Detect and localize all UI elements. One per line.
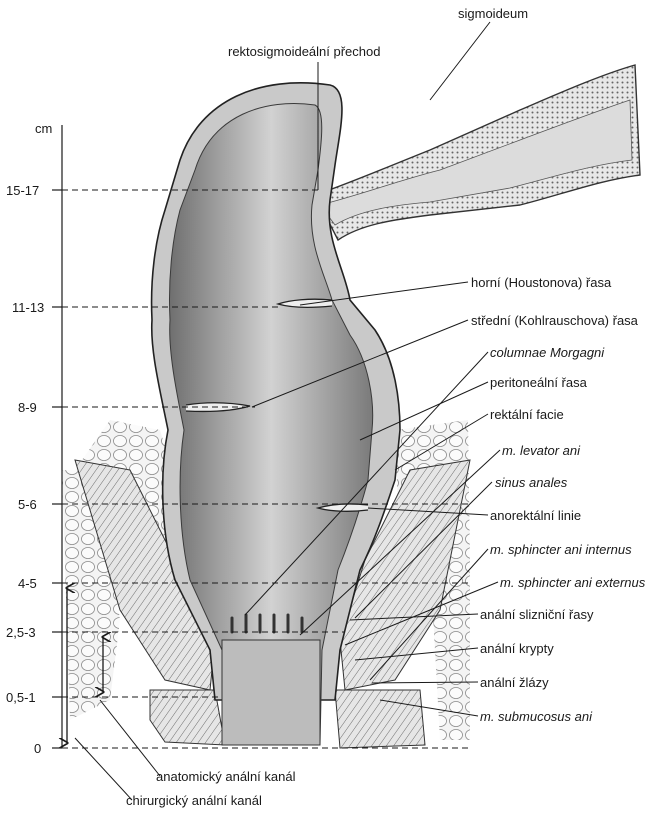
label-chirurgicky: chirurgický anální kanál (126, 793, 262, 808)
label-stredni-rasa: střední (Kohlrauschova) řasa (471, 313, 638, 328)
label-submucosus: m. submucosus ani (480, 709, 592, 724)
label-sph-int: m. sphincter ani internus (490, 542, 632, 557)
label-anorektalni: anorektální linie (490, 508, 581, 523)
axis-tick-label: 11-13 (12, 300, 44, 315)
label-sinus: sinus anales (495, 475, 567, 490)
label-rektosigmoid: rektosigmoideální přechod (228, 44, 380, 59)
axis-tick-label: 0 (34, 741, 41, 756)
axis-tick-label: 4-5 (18, 576, 37, 591)
axis-tick-label: 2,5-3 (6, 625, 36, 640)
label-slizn-rasy: anální slizniční řasy (480, 607, 593, 622)
anal-canal (222, 640, 320, 745)
length-axis (52, 125, 62, 748)
label-krypty: anální krypty (480, 641, 554, 656)
label-anatomicky: anatomický anální kanál (156, 769, 295, 784)
axis-tick-label: 8-9 (18, 400, 37, 415)
axis-tick-label: 0,5-1 (6, 690, 36, 705)
axis-unit-label: cm (35, 121, 52, 136)
axis-tick-label: 5-6 (18, 497, 37, 512)
label-sigmoideum: sigmoideum (458, 6, 528, 21)
label-columnae: columnae Morgagni (490, 345, 604, 360)
label-sph-ext: m. sphincter ani externus (500, 575, 645, 590)
label-zlazy: anální žlázy (480, 675, 549, 690)
label-peritonealni: peritoneální řasa (490, 375, 587, 390)
label-rektalni-facie: rektální facie (490, 407, 564, 422)
axis-tick-label: 15-17 (6, 183, 39, 198)
label-levator: m. levator ani (502, 443, 580, 458)
label-horni-rasa: horní (Houstonova) řasa (471, 275, 611, 290)
